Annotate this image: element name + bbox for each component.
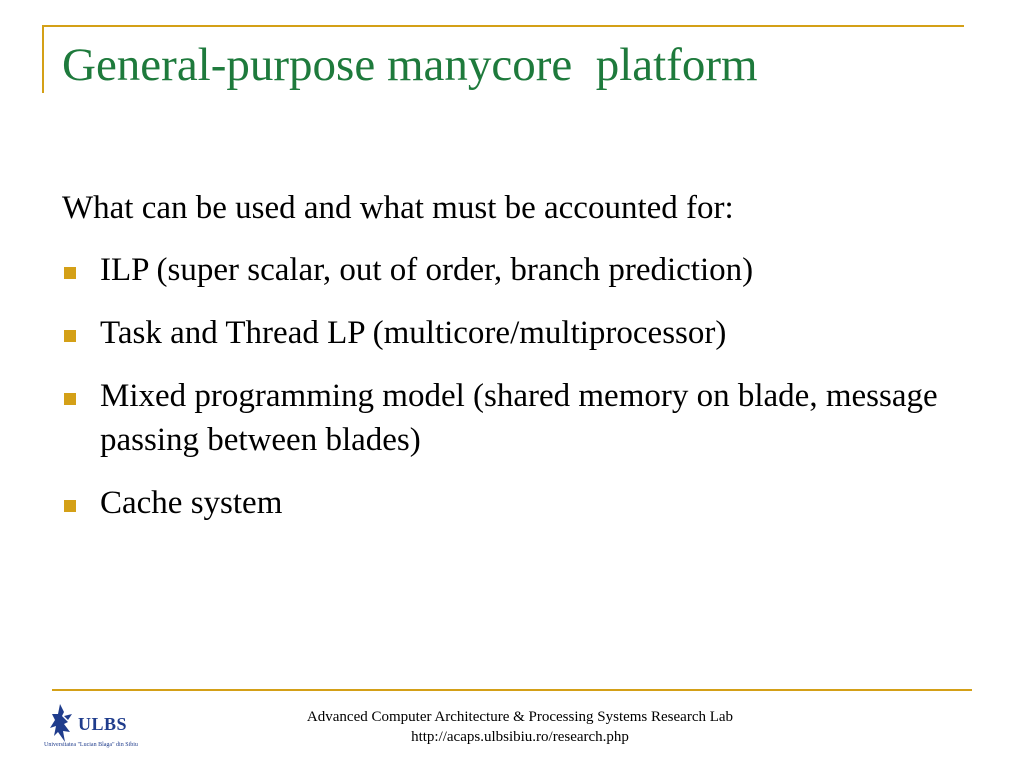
square-bullet-icon (64, 267, 76, 280)
bullet-list: ILP (super scalar, out of order, branch … (62, 249, 962, 525)
bullet-item: ILP (super scalar, out of order, branch … (62, 249, 962, 293)
intro-text: What can be used and what must be accoun… (62, 190, 734, 226)
bullet-text: Mixed programming model (shared memory o… (100, 378, 938, 458)
ulbs-logo: ULBS Universitatea "Lucian Blaga" din Si… (44, 700, 144, 754)
square-bullet-icon (64, 499, 76, 512)
square-bullet-icon (64, 393, 76, 405)
bullet-text: ILP (super scalar, out of order, branch … (100, 252, 754, 289)
bullet-item: Cache system (62, 482, 962, 526)
bullet-item: Task and Thread LP (multicore/multiproce… (62, 312, 962, 356)
footer-url: http://acaps.ulbsibiu.ro/research.php (411, 729, 629, 745)
footer-lab-name: Advanced Computer Architecture & Process… (306, 709, 734, 725)
logo-name: ULBS (78, 714, 128, 734)
bullet-item: Mixed programming model (shared memory o… (62, 375, 962, 463)
title-frame-left-line (42, 25, 44, 93)
title-frame-top-line (42, 25, 964, 27)
bullet-text: Cache system (100, 484, 283, 521)
logo-subtitle: Universitatea "Lucian Blaga" din Sibiu (44, 742, 138, 748)
square-bullet-icon (64, 330, 76, 343)
slide-body: What can be used and what must be accoun… (62, 188, 962, 545)
footer-divider (52, 689, 972, 691)
footer-text: Advanced Computer Architecture & Process… (200, 707, 840, 747)
bullet-text: Task and Thread LP (multicore/multiproce… (100, 315, 727, 352)
slide-title: General-purpose manycore platform (62, 39, 758, 91)
eagle-icon (50, 704, 72, 742)
